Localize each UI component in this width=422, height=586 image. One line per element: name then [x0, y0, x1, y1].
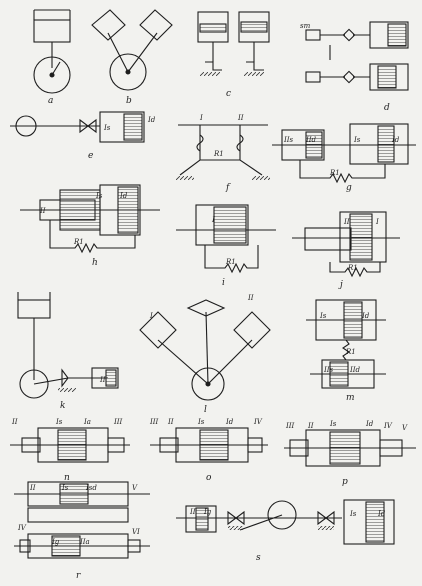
diagram-c [197, 11, 270, 76]
diagram-h [20, 184, 160, 254]
diagram-e [10, 111, 145, 143]
caption-j: j [338, 280, 343, 290]
caption-g: g [346, 183, 352, 193]
label-r-ii: II [29, 484, 36, 492]
caption-i: i [222, 278, 225, 288]
diagram-p [284, 429, 416, 467]
label-o-ii: II [167, 418, 174, 426]
label-m-iid: IId [349, 366, 361, 374]
caption-f: f [225, 183, 231, 193]
diagram-l [139, 299, 271, 401]
label-m-r1: R1 [345, 348, 356, 356]
label-s-ig: Ig [203, 508, 212, 516]
label-f-r1: R1 [213, 150, 224, 158]
label-j-i: I [375, 218, 379, 226]
label-h-is: Is [95, 192, 103, 200]
label-p-is: Is [329, 420, 337, 428]
label-o-id: Id [225, 418, 234, 426]
diagram-j [292, 211, 400, 278]
label-l-i: I [149, 312, 153, 320]
diagram-f [176, 124, 270, 180]
caption-s: s [256, 553, 261, 563]
label-f-i: I [199, 114, 203, 122]
diagram-i [176, 204, 276, 274]
diagram-k [17, 292, 119, 399]
diagram-a [33, 9, 71, 94]
label-h-id: Id [119, 192, 128, 200]
caption-h: h [92, 258, 98, 268]
diagram-o [150, 427, 268, 463]
label-r-iia: IIa [79, 538, 90, 546]
label-g-iis: IIs [283, 136, 294, 144]
caption-n: n [64, 473, 70, 483]
label-n-is: Is [55, 418, 63, 426]
label-k-ii: II [99, 376, 106, 384]
label-n-iii: III [113, 418, 123, 426]
caption-r: r [76, 571, 81, 581]
label-s-id: Id [377, 510, 386, 518]
diagram-r [14, 481, 150, 559]
label-g-iid: IId [305, 136, 317, 144]
diagram-s [176, 499, 395, 545]
label-p-iii: III [285, 422, 295, 430]
label-i-r1: R1 [225, 258, 236, 266]
label-r-isd: Isd [85, 484, 97, 492]
label-p-ii: II [307, 422, 314, 430]
label-p-id: Id [365, 420, 374, 428]
label-s-ii: II [189, 508, 196, 516]
caption-k: k [60, 401, 65, 411]
caption-m: m [346, 393, 355, 403]
caption-a: a [48, 96, 53, 106]
diagram-d [305, 21, 409, 91]
label-l-ii: II [247, 294, 254, 302]
caption-b: b [126, 96, 132, 106]
caption-e: e [88, 151, 93, 161]
label-f-ii: II [237, 114, 244, 122]
label-n-ii: II [11, 418, 18, 426]
label-o-iv: IV [253, 418, 263, 426]
label-g-id: Id [391, 136, 400, 144]
label-p-v: V [402, 424, 408, 432]
diagram-b [91, 9, 173, 91]
label-r-is: Is [61, 484, 69, 492]
label-h-ii: II [39, 207, 46, 215]
label-g-r1: R1 [329, 169, 340, 177]
label-j-r1: R1 [347, 264, 358, 272]
caption-d: d [384, 103, 390, 113]
label-h-r1: R1 [73, 238, 84, 246]
label-m-is: Is [319, 312, 327, 320]
label-g-is: Is [353, 136, 361, 144]
caption-o: o [206, 473, 212, 483]
caption-c: c [226, 89, 231, 99]
label-o-iii: III [149, 418, 159, 426]
label-d-sm: sm [300, 22, 311, 30]
label-r-vi: VI [132, 528, 140, 536]
caption-p: p [342, 477, 348, 487]
diagram-m [306, 299, 386, 389]
label-o-is: Is [197, 418, 205, 426]
label-r-ig: Ig [51, 538, 60, 546]
label-m-id: Id [361, 312, 370, 320]
label-n-ia: Ia [83, 418, 91, 426]
label-r-iv: IV [17, 524, 27, 532]
diagram-n [10, 427, 130, 463]
label-e-id: Id [147, 116, 156, 124]
label-i-i: I [211, 216, 215, 224]
caption-l: l [204, 405, 207, 415]
label-j-ii: II [343, 218, 350, 226]
label-s-is: Is [349, 510, 357, 518]
label-m-iis: IIs [323, 366, 334, 374]
label-r-v: V [132, 484, 138, 492]
diagram-g [272, 123, 416, 184]
label-p-iv: IV [383, 422, 393, 430]
label-e-is: Is [103, 124, 111, 132]
